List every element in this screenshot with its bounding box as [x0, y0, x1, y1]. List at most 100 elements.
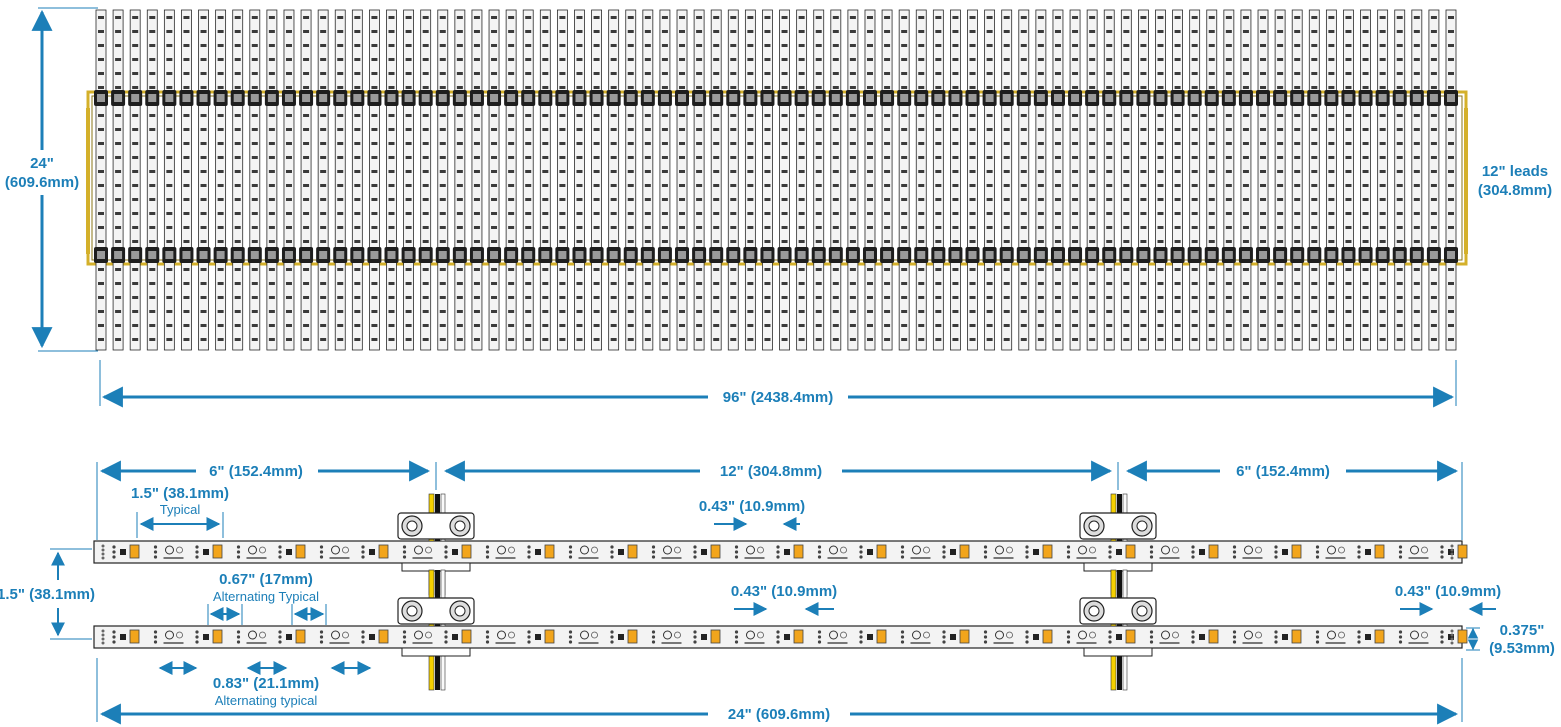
led-cell: [1108, 544, 1136, 559]
led-cell: [1440, 629, 1468, 644]
led-strip: [1170, 9, 1185, 351]
led-strip: [162, 9, 177, 351]
panel-width-dimension: 96" (2438.4mm): [99, 360, 1457, 408]
led-strip: [1392, 9, 1407, 351]
led-strip: [743, 9, 758, 351]
right-lead-wire: [1464, 108, 1468, 254]
led-strip: [1256, 9, 1271, 351]
led-cell: [1440, 544, 1468, 559]
led-cell: [900, 630, 931, 644]
led-strip: [350, 9, 365, 351]
leads-label: 12" leads: [1482, 163, 1548, 180]
led-strip: [1307, 9, 1322, 351]
led-cell: [402, 545, 433, 559]
led-strip: [606, 9, 621, 351]
led-strip: [982, 9, 997, 351]
detail-strip: [93, 493, 1468, 596]
led-cell: [1149, 545, 1180, 559]
led-strip: [726, 9, 741, 351]
led-strip: [1375, 9, 1390, 351]
led-cell: [278, 544, 306, 559]
led-strip: [777, 9, 792, 351]
led-strip: [1204, 9, 1219, 351]
led-strip: [128, 9, 143, 351]
led-strip: [1358, 9, 1373, 351]
led-strip: [1426, 9, 1441, 351]
led-cell: [1066, 630, 1097, 644]
led-cell: [1398, 545, 1429, 559]
led-strip: [1221, 9, 1236, 351]
led-cell: [1108, 629, 1136, 644]
led-cell: [1398, 630, 1429, 644]
led-cell: [568, 545, 599, 559]
led-strip: [640, 9, 655, 351]
led-cell: [153, 545, 184, 559]
led-strip: [897, 9, 912, 351]
led-strip: [828, 9, 843, 351]
led-strip: [1153, 9, 1168, 351]
led-cell: [1274, 544, 1302, 559]
led-cell: [900, 545, 931, 559]
led-cell: [361, 629, 389, 644]
led-cell: [319, 630, 350, 644]
led-cell: [485, 630, 516, 644]
led-strip: [1119, 9, 1134, 351]
led-strip: [1050, 9, 1065, 351]
led-cell: [983, 545, 1014, 559]
led-strip: [94, 9, 108, 351]
led-strip: [487, 9, 502, 351]
led-strip: [589, 9, 604, 351]
led-cell: [1066, 545, 1097, 559]
led-cell: [1025, 544, 1053, 559]
led-strip: [213, 9, 228, 351]
overall-length-label: 24" (609.6mm): [728, 706, 830, 723]
led-strip: [845, 9, 860, 351]
end-gap-right-label: 0.43" (10.9mm): [1395, 583, 1501, 600]
top-left-span-label: 6" (152.4mm): [209, 463, 303, 480]
led-strip: [948, 9, 963, 351]
led-strip: [1016, 9, 1031, 351]
strip-connector-clip: [1079, 569, 1157, 691]
strip-width-label-mm: (9.53mm): [1489, 640, 1555, 657]
led-cell: [527, 544, 555, 559]
led-strip: [1187, 9, 1202, 351]
alt-pitch-a-sublabel: Alternating Typical: [213, 589, 319, 604]
led-strip: [1102, 9, 1117, 351]
led-strip: [623, 9, 638, 351]
end-gap-top-label: 0.43" (10.9mm): [699, 498, 805, 515]
bus-frame-inner: [91, 95, 1463, 261]
led-cell: [485, 545, 516, 559]
led-cell: [859, 544, 887, 559]
led-pitch-sublabel: Typical: [160, 502, 201, 517]
led-cell: [236, 545, 267, 559]
led-cell: [1025, 629, 1053, 644]
led-cell: [444, 629, 472, 644]
led-strip: [862, 9, 877, 351]
strip-spacing-label: 1.5" (38.1mm): [0, 586, 95, 603]
led-pitch-label: 1.5" (38.1mm): [131, 485, 229, 502]
led-cell: [319, 545, 350, 559]
led-cell: [1357, 544, 1385, 559]
led-strip: [179, 9, 194, 351]
led-cell: [1315, 545, 1346, 559]
led-cell: [651, 630, 682, 644]
led-cell: [817, 630, 848, 644]
led-strip: [452, 9, 467, 351]
led-cell: [983, 630, 1014, 644]
led-strip: [572, 9, 587, 351]
led-cell: [444, 544, 472, 559]
led-cell: [1149, 630, 1180, 644]
led-cell: [1274, 629, 1302, 644]
led-cell: [1315, 630, 1346, 644]
led-cell: [195, 629, 223, 644]
led-cell: [942, 629, 970, 644]
leads-label-mm: (304.8mm): [1478, 182, 1552, 199]
led-strip: [1068, 9, 1083, 351]
led-cell: [1232, 630, 1263, 644]
led-strip: [435, 9, 450, 351]
led-strip: [264, 9, 279, 351]
led-strip: [538, 9, 553, 351]
top-right-span-label: 6" (152.4mm): [1236, 463, 1330, 480]
led-cell: [1191, 629, 1219, 644]
led-strip: [1238, 9, 1253, 351]
